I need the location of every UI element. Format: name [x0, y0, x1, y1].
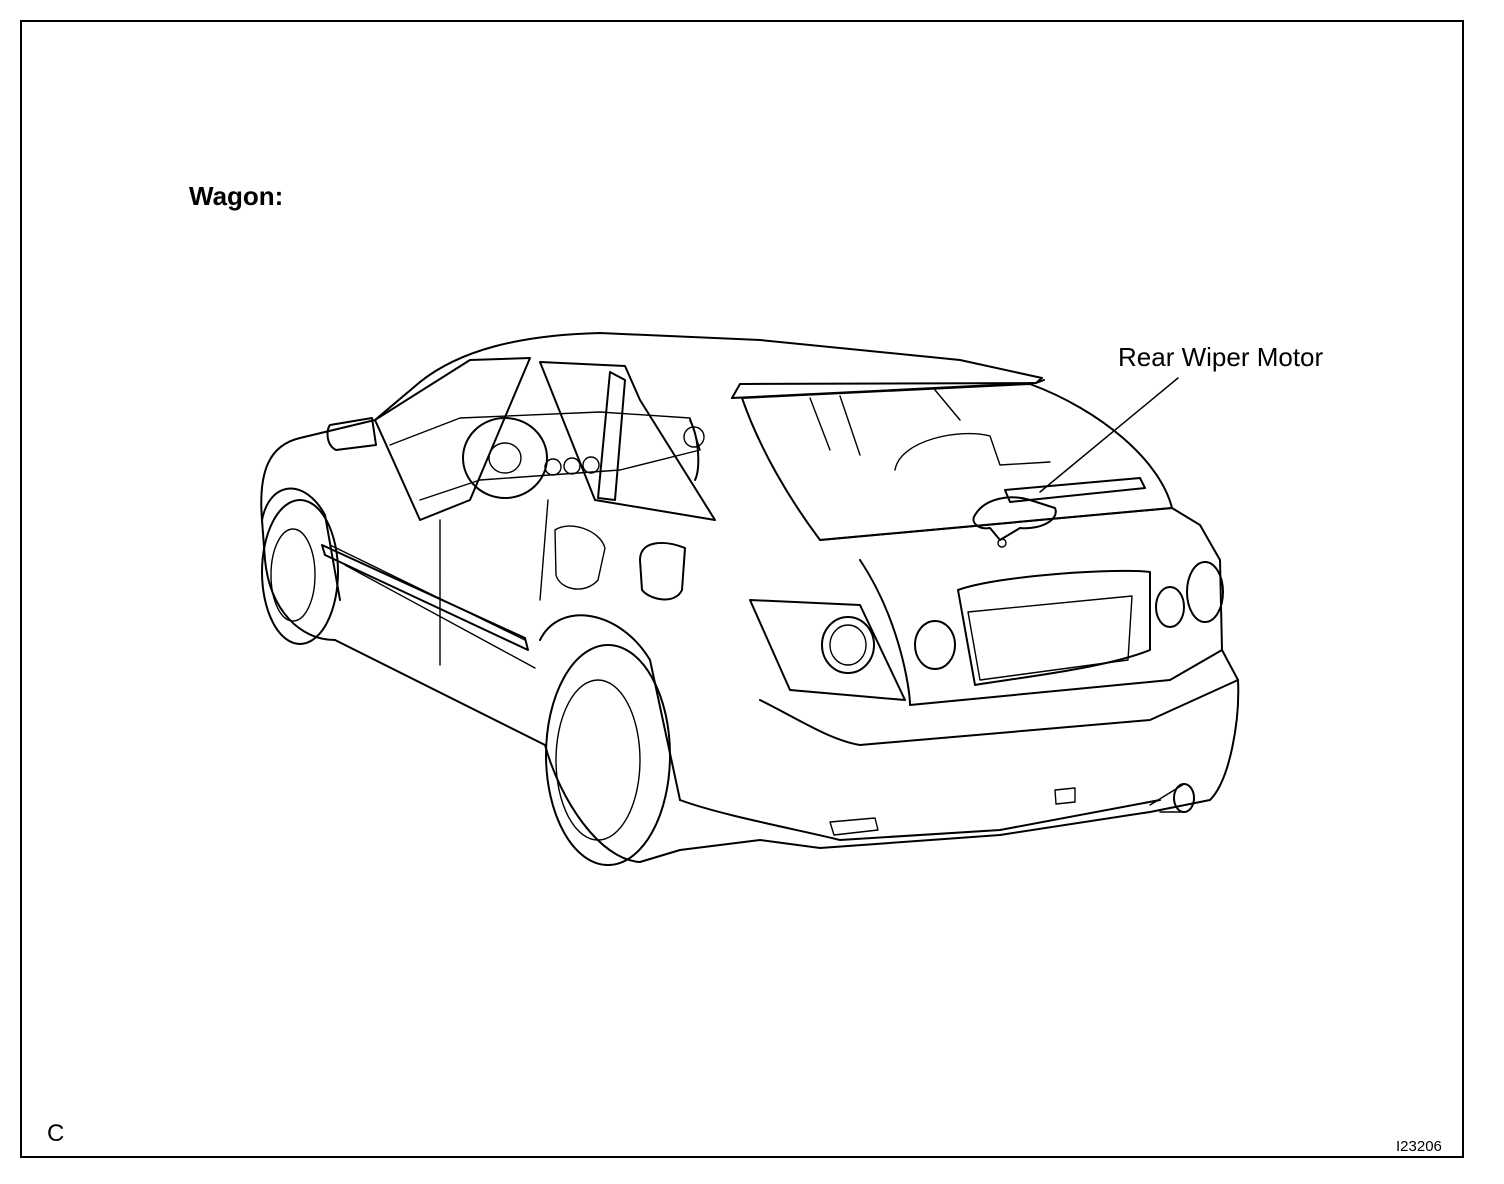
rear-lamp-left-inner	[829, 624, 867, 666]
rear-lamp-left-outer	[821, 616, 875, 674]
steering-hub	[488, 442, 522, 474]
front-door-window	[374, 357, 531, 521]
rear-wheel-hub	[555, 679, 641, 841]
rear-wiper-motor-callout: Rear Wiper Motor	[1118, 342, 1324, 372]
rear-wheel	[545, 644, 671, 866]
rear-reflector	[829, 787, 1076, 836]
b-pillar	[597, 371, 626, 501]
roof-outline	[419, 332, 1043, 399]
tail-light-right	[1186, 561, 1224, 623]
rear-lamp-center-left	[914, 620, 956, 670]
center-console	[554, 525, 606, 590]
tail-light-left	[749, 599, 906, 701]
rear-window	[741, 383, 1173, 541]
corner-letter: C	[47, 1120, 65, 1147]
side-trim	[321, 544, 529, 651]
gauge-left	[544, 458, 562, 476]
hatch-lower-edge	[819, 507, 1223, 706]
callout-leader-line	[1039, 377, 1179, 493]
steering-wheel	[462, 417, 548, 499]
rear-door-window	[539, 361, 716, 521]
rear-seat	[809, 389, 1051, 471]
interior-mirror	[683, 426, 705, 448]
body-side	[260, 381, 1240, 863]
gauge-middle	[563, 457, 581, 475]
figure-heading: Wagon:	[189, 181, 284, 211]
license-plate-recess	[957, 569, 1151, 686]
front-wheel-arch	[261, 487, 341, 601]
front-wheel	[261, 499, 339, 645]
rear-bumper	[679, 679, 1239, 841]
rear-lamp-right-inner	[1155, 586, 1185, 628]
license-plate	[967, 595, 1133, 681]
c-pillar	[689, 419, 700, 481]
dashboard	[389, 411, 701, 501]
side-mirror	[326, 417, 377, 451]
front-wheel-hub	[270, 528, 316, 622]
fuel-door	[639, 542, 686, 601]
figure-code: I23206	[1396, 1138, 1442, 1155]
gauge-right	[582, 456, 600, 474]
exhaust-pipe-body	[1149, 783, 1185, 813]
rear-wheel-arch	[539, 614, 681, 801]
door-lines	[329, 499, 549, 669]
wiper-motor-bolt	[997, 538, 1007, 548]
figure-frame	[20, 20, 1464, 1158]
rear-wiper-motor	[972, 496, 1057, 541]
